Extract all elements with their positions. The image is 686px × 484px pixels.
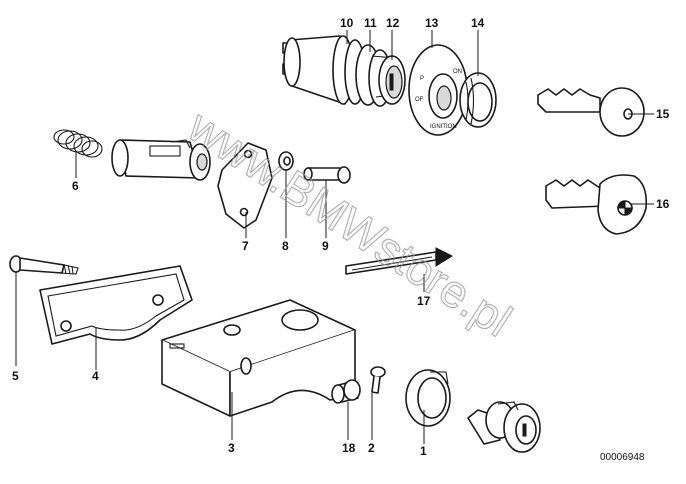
- direction-strip: [345, 247, 454, 275]
- switch-face-plate: P ON OF IGNITION: [408, 44, 468, 136]
- label-6: 6: [72, 179, 79, 193]
- screw: [370, 366, 386, 394]
- marking-p: P: [420, 76, 424, 82]
- lock-cylinder: [467, 401, 541, 453]
- springs: [53, 129, 103, 158]
- cylinder-cap: [331, 379, 361, 404]
- gasket-frame: [39, 265, 193, 345]
- label-9: 9: [322, 239, 329, 253]
- label-15: 15: [656, 107, 670, 121]
- label-16: 16: [656, 197, 670, 211]
- label-2: 2: [368, 441, 375, 455]
- threaded-ring: [459, 72, 497, 128]
- label-14: 14: [471, 16, 485, 30]
- label-11: 11: [364, 16, 377, 30]
- key-round-head: [537, 87, 645, 137]
- lock-cylinder-housing: [111, 139, 211, 181]
- diagram-code: 00006948: [600, 452, 645, 463]
- marking-ignition: IGNITION: [430, 124, 457, 130]
- label-1: 1: [420, 444, 427, 458]
- label-12: 12: [386, 16, 400, 30]
- label-13: 13: [425, 16, 439, 30]
- label-5: 5: [12, 369, 19, 383]
- key-logo-head: [545, 174, 648, 235]
- label-4: 4: [92, 369, 99, 383]
- bolt: [9, 255, 79, 275]
- pin: [303, 166, 351, 184]
- part-number-labels: 10 11 12 13 14 15 16 6 7 8 9 5 4 3 18 2 …: [12, 16, 670, 458]
- watermark: www.BMWstore.pl: [179, 99, 521, 346]
- label-7: 7: [242, 239, 249, 253]
- marking-on: ON: [453, 69, 462, 75]
- label-3: 3: [228, 441, 235, 455]
- ignition-switch-assembly: [282, 35, 406, 107]
- label-10: 10: [340, 16, 354, 30]
- label-18: 18: [342, 441, 356, 455]
- label-17: 17: [417, 294, 431, 308]
- leader-lines: [15, 30, 654, 444]
- bracket: [161, 299, 356, 417]
- retaining-ring: [405, 369, 451, 427]
- gasket-plate: [217, 142, 273, 229]
- label-8: 8: [282, 239, 289, 253]
- washer: [278, 151, 294, 171]
- marking-off: OF: [415, 97, 424, 103]
